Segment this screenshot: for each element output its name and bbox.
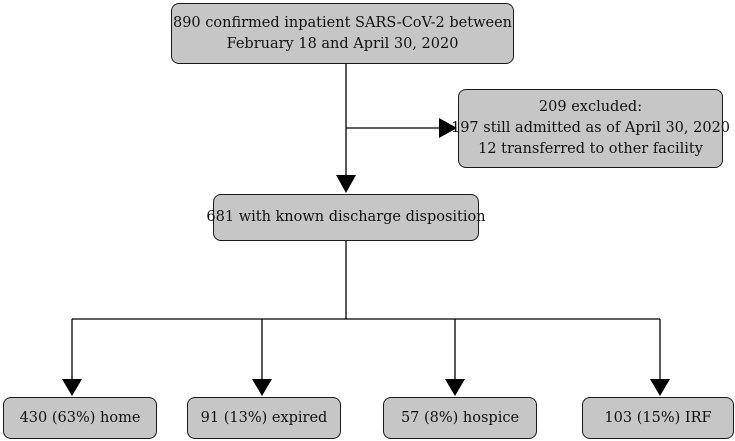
outcome-home-label: 430 (63%) home: [19, 409, 141, 426]
arrowhead-known: [336, 175, 356, 193]
excluded-line-1: 209 excluded:: [538, 99, 643, 115]
arrowhead-excluded: [439, 118, 457, 138]
outcome-expired-label: 91 (13%) expired: [200, 409, 328, 426]
excluded-line-3: 12 transferred to other facility: [478, 141, 703, 157]
excluded-patients-box: 209 excluded: 197 still admitted as of A…: [451, 89, 730, 168]
enrolled-line-2: February 18 and April 30, 2020: [226, 35, 459, 52]
outcome-hospice-box: 57 (8%) hospice: [383, 397, 537, 439]
known-disposition-label: 681 with known discharge disposition: [206, 209, 486, 225]
outcome-hospice-label: 57 (8%) hospice: [400, 409, 520, 426]
enrolled-patients-box: 890 confirmed inpatient SARS-CoV-2 betwe…: [171, 3, 514, 64]
arrowhead-irf: [650, 379, 670, 396]
arrowhead-expired: [252, 379, 272, 396]
excluded-line-2: 197 still admitted as of April 30, 2020: [450, 120, 731, 136]
outcome-expired-box: 91 (13%) expired: [187, 397, 341, 439]
known-disposition-box: 681 with known discharge disposition: [206, 194, 486, 241]
enrolled-line-1: 890 confirmed inpatient SARS-CoV-2 betwe…: [172, 14, 512, 31]
outcome-irf-box: 103 (15%) IRF: [582, 397, 734, 439]
outcome-home-box: 430 (63%) home: [3, 397, 157, 439]
arrowhead-hospice: [445, 379, 465, 396]
outcome-irf-label: 103 (15%) IRF: [604, 409, 712, 426]
arrowhead-home: [62, 379, 82, 396]
